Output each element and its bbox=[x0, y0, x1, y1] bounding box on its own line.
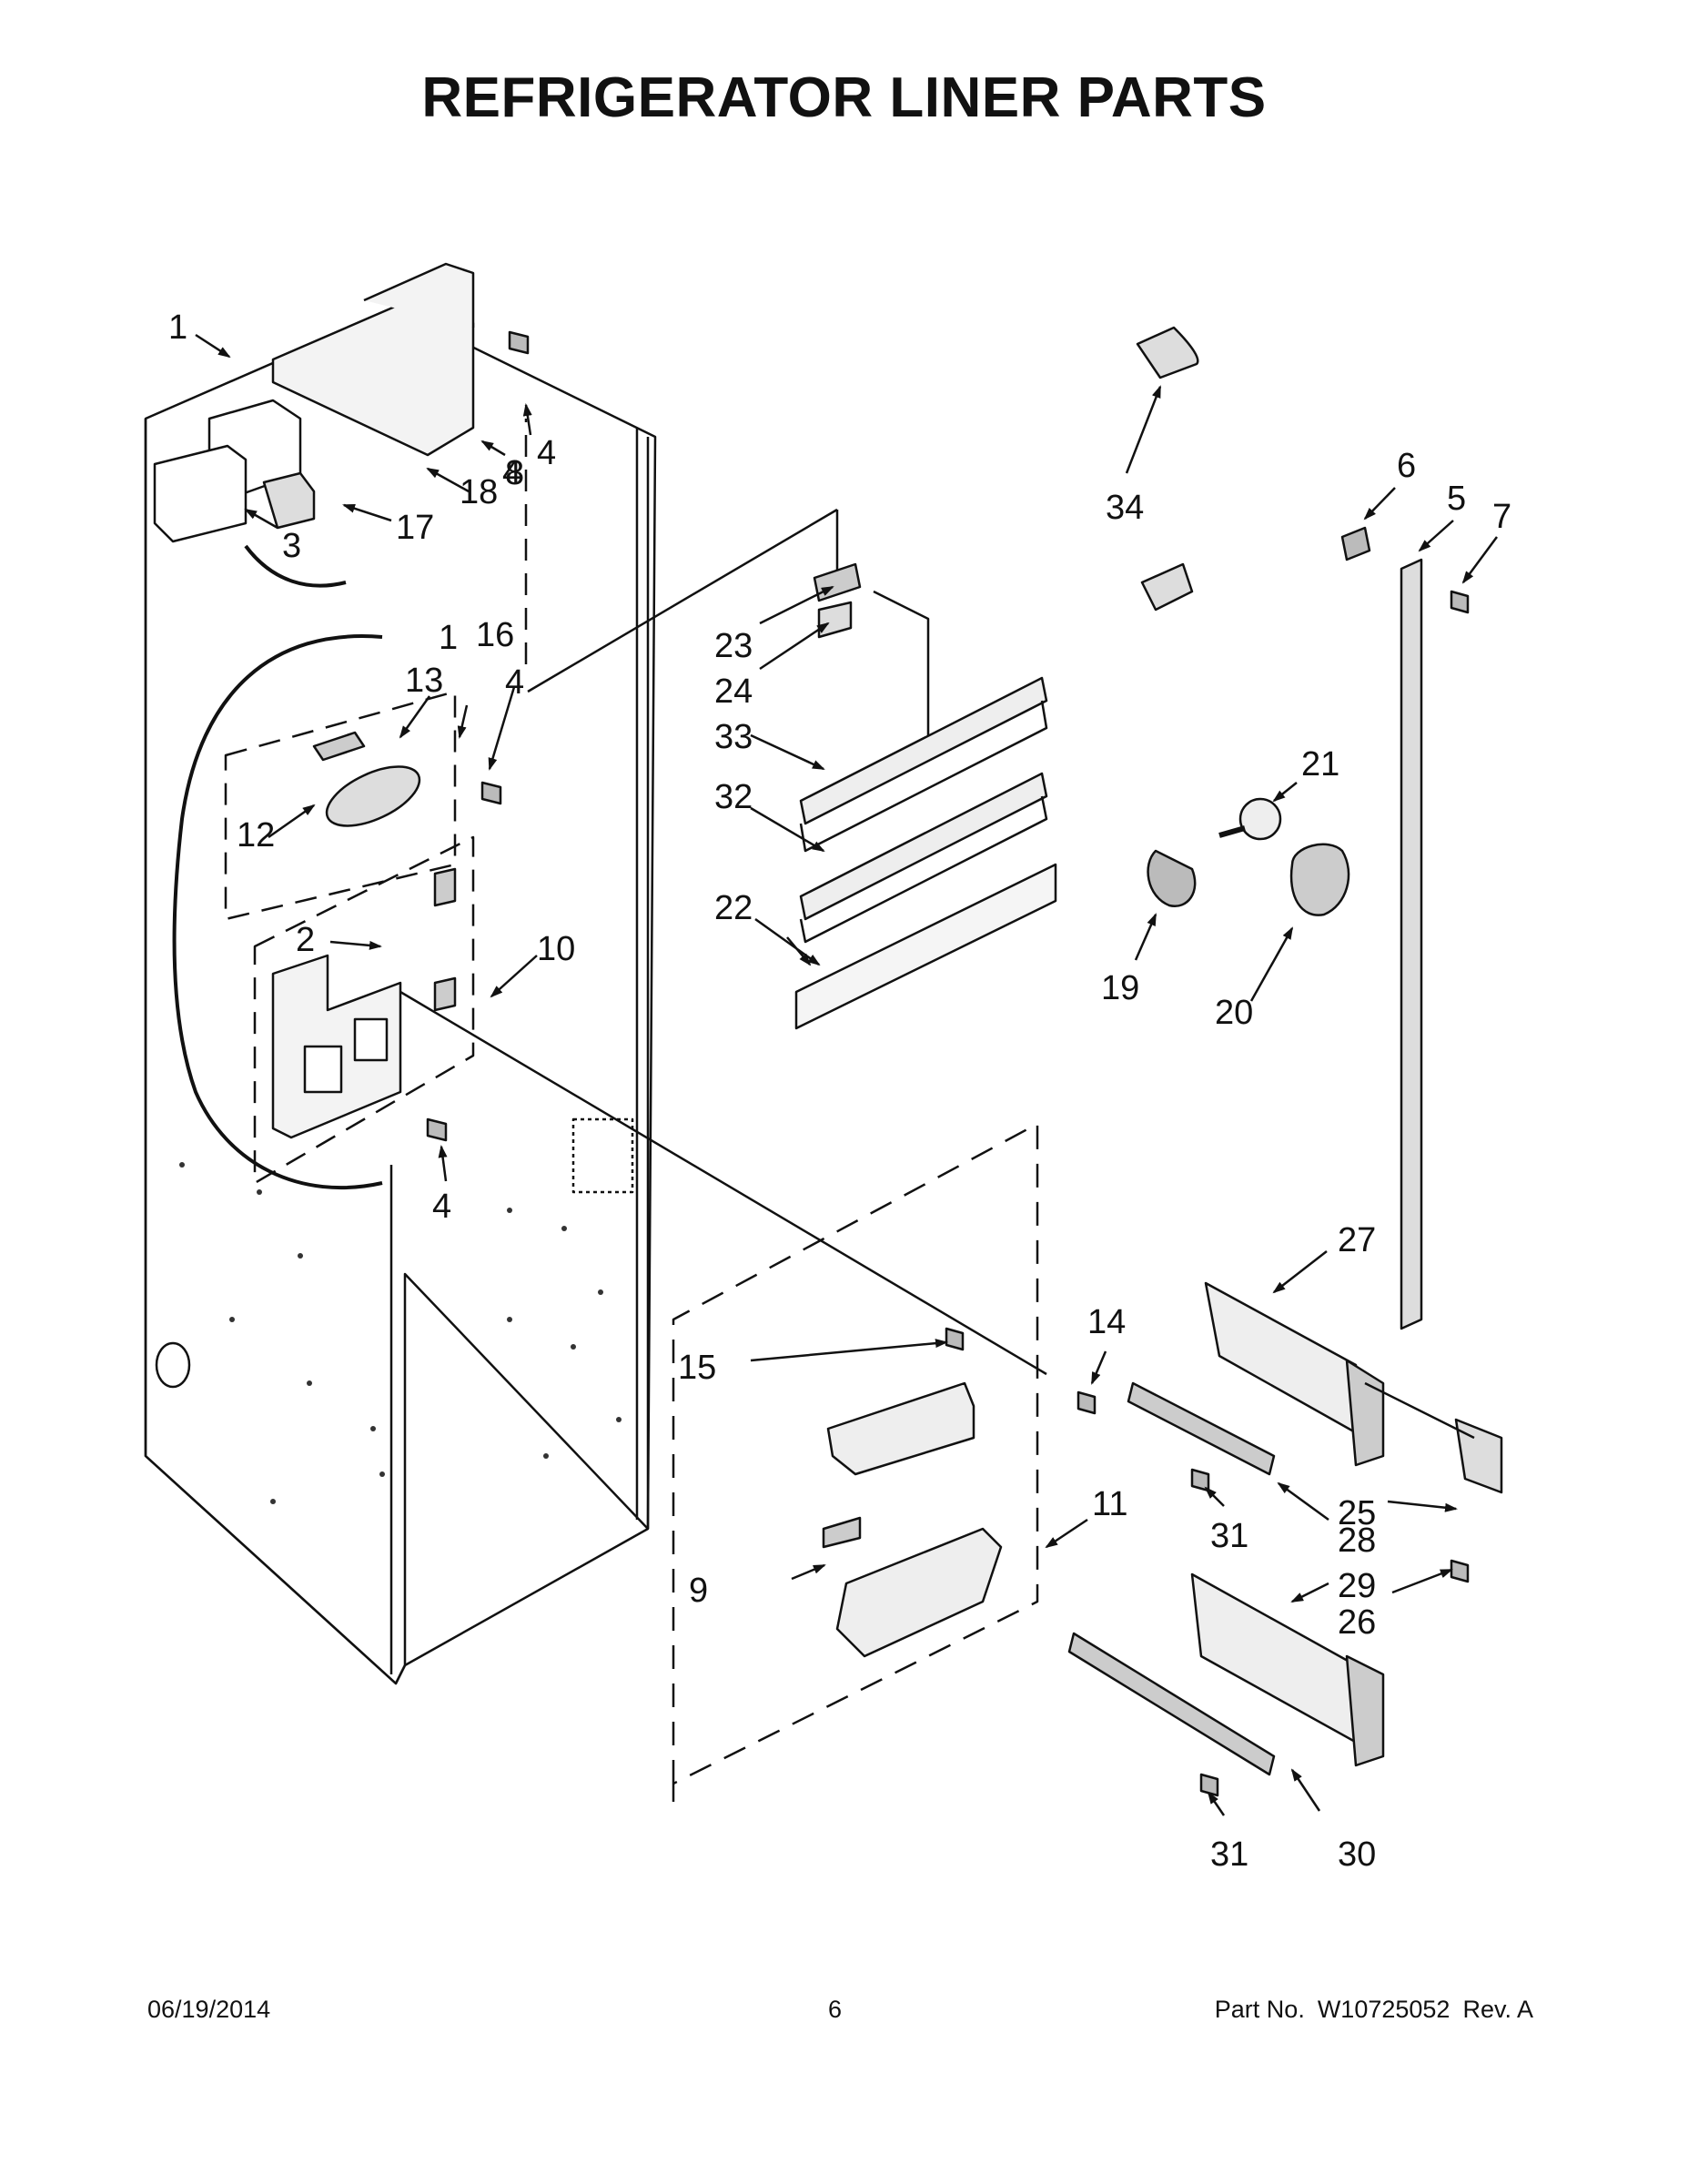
drawer-slide-upper bbox=[1127, 1381, 1276, 1476]
callout-label: 34 bbox=[1106, 489, 1144, 527]
drawer-slide-lower bbox=[1067, 1632, 1276, 1776]
liner-cabinet-part bbox=[144, 262, 657, 1685]
bracket-part bbox=[826, 1381, 975, 1476]
callout-label: 31 bbox=[1210, 1517, 1248, 1555]
callout-label: 25 bbox=[1338, 1494, 1376, 1532]
callout-label: 10 bbox=[537, 930, 575, 968]
cradle-part bbox=[835, 1527, 1003, 1658]
callout-label: 29 bbox=[1338, 1567, 1376, 1605]
callout-label: 24 bbox=[714, 672, 753, 711]
callout-label: 22 bbox=[714, 889, 753, 927]
part-number: W10725052 bbox=[1317, 1996, 1450, 2023]
shelf-rail-lower bbox=[794, 863, 1057, 1030]
callout-label: 4 bbox=[502, 454, 521, 492]
callout-label: 13 bbox=[405, 662, 443, 700]
page-title: REFRIGERATOR LINER PARTS bbox=[421, 66, 1267, 129]
callout-label: 21 bbox=[1301, 745, 1339, 784]
callout-label: 4 bbox=[537, 434, 556, 472]
callout-label: 19 bbox=[1101, 969, 1139, 1007]
callout-label: 14 bbox=[1087, 1303, 1126, 1341]
control-board-part bbox=[325, 765, 421, 827]
callout-label: 20 bbox=[1215, 994, 1253, 1032]
callout-label: 28 bbox=[1338, 1522, 1376, 1560]
callout-label: 31 bbox=[1210, 1835, 1248, 1874]
clip-part bbox=[1140, 562, 1194, 612]
callout-label: 2 bbox=[296, 921, 315, 959]
callout-label: 27 bbox=[1338, 1221, 1376, 1259]
callout-label: 1 bbox=[439, 619, 458, 657]
callout-label: 8 bbox=[505, 454, 524, 492]
callout-label: 30 bbox=[1338, 1835, 1376, 1874]
callout-label: 1 bbox=[168, 308, 187, 347]
callout-label: 4 bbox=[505, 663, 524, 702]
shelf-rail-middle bbox=[799, 772, 1048, 921]
callout-label: 11 bbox=[1092, 1485, 1127, 1523]
end-cap-part bbox=[1454, 1418, 1503, 1494]
callout-label: 9 bbox=[689, 1572, 708, 1610]
callout-label: 23 bbox=[714, 627, 753, 665]
callout-label: 32 bbox=[714, 778, 753, 816]
shelf-rail-upper bbox=[799, 676, 1048, 825]
callout-label: 15 bbox=[678, 1349, 716, 1387]
callout-label: 3 bbox=[282, 527, 301, 565]
drawer-front-upper bbox=[1204, 1281, 1367, 1440]
footer-part-number: Part No. W10725052 Rev. A bbox=[1215, 1996, 1533, 2024]
revision: Rev. A bbox=[1462, 1996, 1533, 2023]
callout-label: 7 bbox=[1492, 498, 1511, 536]
footer-page-number: 6 bbox=[828, 1996, 843, 2023]
callout-label: 16 bbox=[476, 616, 514, 654]
callout-label: 26 bbox=[1338, 1603, 1376, 1642]
callout-label: 12 bbox=[237, 816, 275, 854]
callout-label: 4 bbox=[432, 1188, 451, 1226]
callout-labels: 1 2 3 4 4 4 4 5 6 7 8 9 10 11 12 13 14 1… bbox=[168, 308, 1511, 1874]
callout-label: 18 bbox=[460, 473, 498, 511]
vertical-rail-part bbox=[1400, 558, 1423, 1330]
callout-label: 5 bbox=[1447, 480, 1466, 518]
part-label: Part No. bbox=[1214, 1996, 1305, 2023]
bulb-part bbox=[1238, 797, 1282, 841]
lamp-socket-part bbox=[1147, 849, 1197, 908]
callout-label: 6 bbox=[1397, 447, 1416, 485]
callout-label: 33 bbox=[714, 718, 753, 756]
lamp-cover-part bbox=[1289, 843, 1350, 916]
footer-date: 06/19/2014 bbox=[147, 1996, 271, 2023]
callout-label: 17 bbox=[396, 509, 434, 547]
